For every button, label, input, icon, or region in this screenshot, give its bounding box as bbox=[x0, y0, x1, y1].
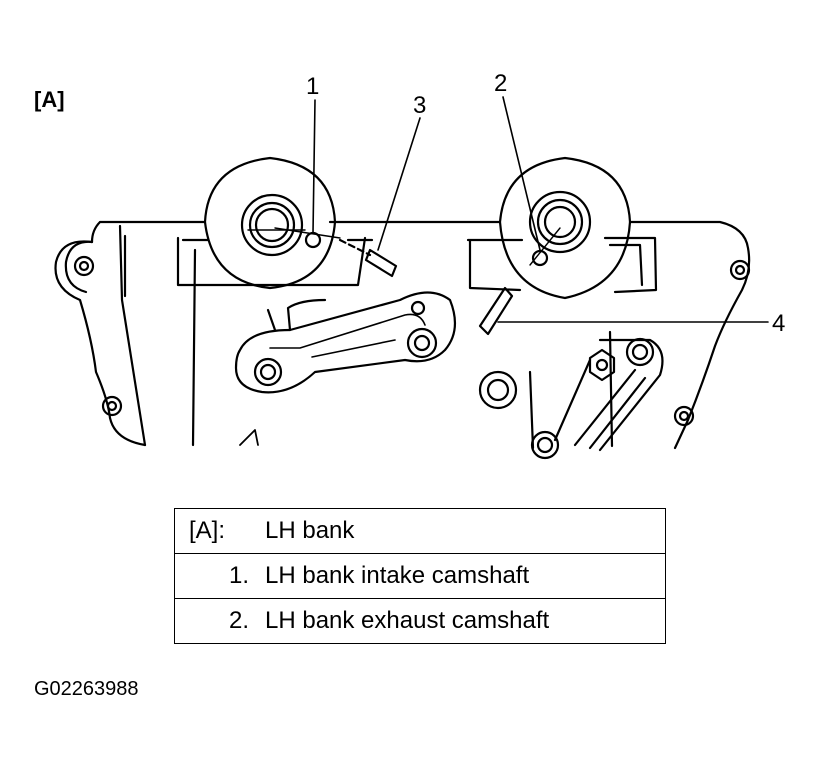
exhaust-camshaft-hub bbox=[528, 190, 592, 254]
legend-row: [A]: LH bank bbox=[174, 508, 666, 554]
bolt-lower-right bbox=[530, 430, 560, 460]
legend-key: 2. bbox=[228, 607, 249, 634]
round-plug bbox=[478, 370, 518, 410]
hex-bolt-right bbox=[588, 348, 616, 382]
view-label: [A] bbox=[34, 87, 65, 112]
bolt-right-lower bbox=[673, 405, 695, 427]
callout-1: 1 bbox=[306, 73, 320, 100]
leader-2 bbox=[502, 96, 541, 251]
leader-3 bbox=[377, 117, 421, 251]
callout-2: 2 bbox=[494, 70, 508, 97]
legend-desc: LH bank intake camshaft bbox=[265, 562, 530, 589]
leader-1 bbox=[312, 99, 316, 234]
figure-code: G02263988 bbox=[34, 678, 139, 700]
legend-row: 1. LH bank intake camshaft bbox=[174, 553, 666, 599]
bolt-chain-guide bbox=[625, 337, 655, 367]
legend-key: 1. bbox=[228, 562, 249, 589]
legend-desc: LH bank bbox=[265, 517, 355, 544]
timing-pin-3 bbox=[364, 248, 398, 278]
left-mount-lug bbox=[64, 240, 94, 294]
cylinder-head-diagram bbox=[54, 96, 769, 460]
legend-desc: LH bank exhaust camshaft bbox=[265, 607, 550, 634]
exhaust-timing-mark bbox=[531, 249, 549, 267]
exhaust-cam-housing bbox=[498, 156, 632, 300]
chain-guide bbox=[573, 338, 664, 452]
intake-cam-housing bbox=[203, 156, 337, 290]
bolt-left-lower bbox=[101, 395, 123, 417]
legend-key: [A]: bbox=[189, 517, 226, 544]
intake-camshaft-hub bbox=[240, 193, 304, 257]
legend-row: 2. LH bank exhaust camshaft bbox=[174, 598, 666, 644]
timing-pin-4 bbox=[478, 286, 514, 336]
lever-bracket bbox=[234, 291, 457, 394]
callout-4: 4 bbox=[772, 310, 786, 337]
bolt-left-upper bbox=[73, 255, 95, 277]
callout-3: 3 bbox=[413, 92, 427, 119]
lever-pivot-bolt bbox=[253, 357, 283, 387]
lever-hole bbox=[410, 300, 426, 316]
bolt-right-upper bbox=[729, 259, 751, 281]
legend-table: [A]: LH bank 1. LH bank intake camshaft … bbox=[174, 508, 666, 644]
cylinder-head-outline bbox=[54, 220, 751, 450]
lever-end-bolt bbox=[406, 327, 438, 359]
